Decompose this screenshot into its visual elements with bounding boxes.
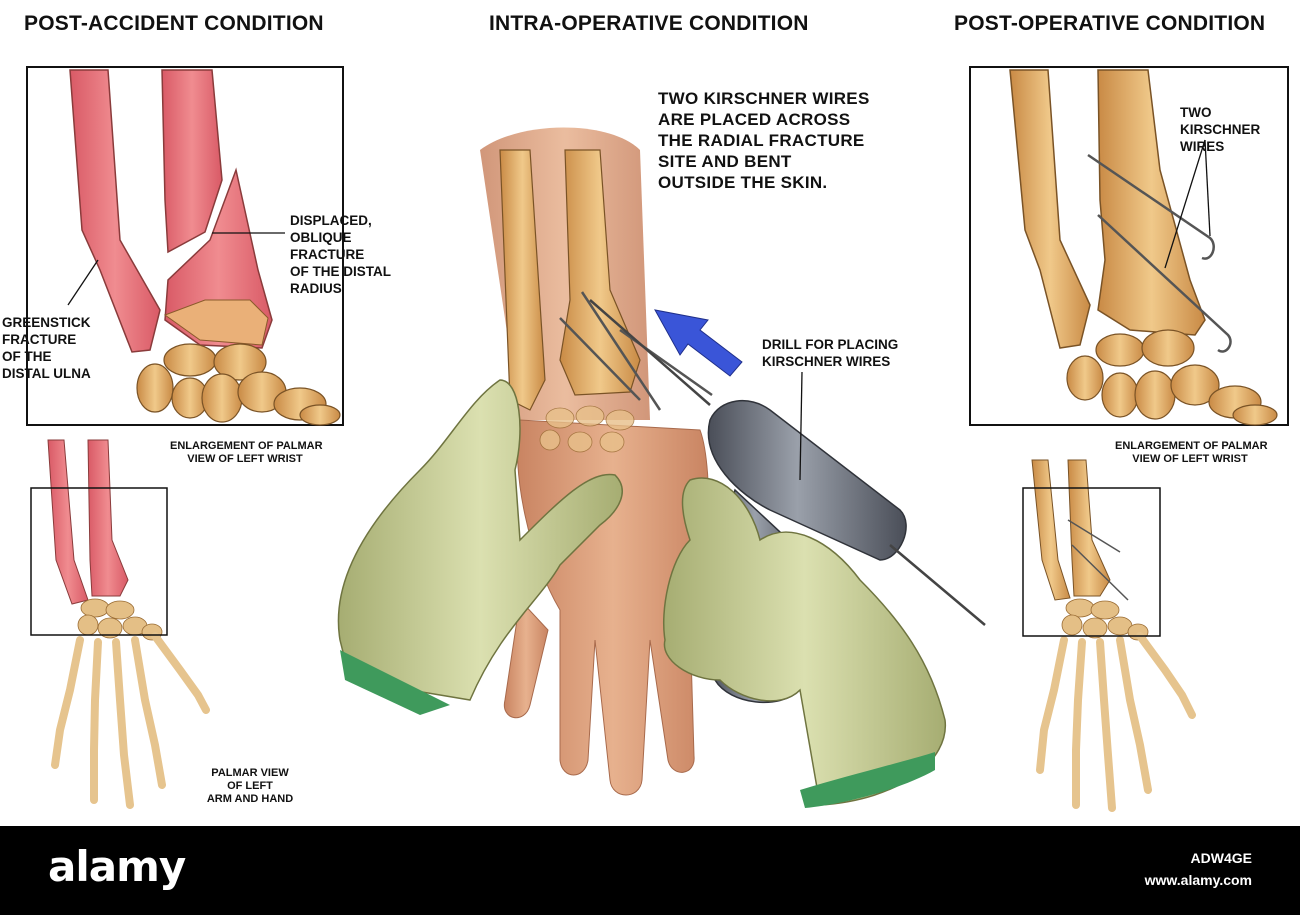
label-line: DISTAL ULNA: [2, 366, 91, 381]
post-operative-enlargement: [969, 66, 1289, 426]
intra-operative-title: INTRA-OPERATIVE CONDITION: [489, 12, 809, 35]
enlargement-caption-left: ENLARGEMENT OF PALMAR VIEW OF LEFT WRIST: [170, 440, 323, 466]
site-url: www.alamy.com: [1144, 872, 1252, 888]
enlargement-caption-right: ENLARGEMENT OF PALMAR VIEW OF LEFT WRIST: [1115, 440, 1268, 466]
palmar-arm-and-hand-left: [30, 439, 210, 809]
label-line: OF THE: [2, 349, 52, 364]
label-line: KIRSCHNER: [1180, 122, 1261, 137]
caption-line: ENLARGEMENT OF PALMAR: [1115, 440, 1268, 452]
alamy-logo: alamy: [48, 842, 186, 891]
note-line: TWO KIRSCHNER WIRES: [658, 89, 870, 108]
watermark-footer: alamy ADW4GE www.alamy.com: [0, 826, 1300, 915]
label-line: FRACTURE: [2, 332, 77, 347]
label-line: FRACTURE: [290, 247, 365, 262]
post-accident-enlargement: [26, 66, 344, 426]
palmar-arm-and-hand-right: [1022, 459, 1196, 812]
image-id: ADW4GE: [1190, 850, 1252, 866]
caption-line: ENLARGEMENT OF PALMAR: [170, 440, 323, 452]
palmar-view-caption: PALMAR VIEW OF LEFT ARM AND HAND: [200, 767, 300, 806]
drill-label: DRILL FOR PLACING KIRSCHNER WIRES: [762, 336, 898, 370]
label-line: GREENSTICK: [2, 315, 91, 330]
note-line: ARE PLACED ACROSS: [658, 110, 851, 129]
note-line: SITE AND BENT: [658, 152, 792, 171]
label-line: RADIUS: [290, 281, 342, 296]
caption-line: OF LEFT: [227, 780, 273, 792]
intra-operative-illustration: [337, 127, 986, 808]
note-line: THE RADIAL FRACTURE: [658, 131, 865, 150]
caption-line: VIEW OF LEFT WRIST: [1132, 453, 1248, 465]
label-line: WIRES: [1180, 139, 1225, 154]
greenstick-fracture-label: GREENSTICK FRACTURE OF THE DISTAL ULNA: [2, 314, 91, 382]
displaced-fracture-label: DISPLACED, OBLIQUE FRACTURE OF THE DISTA…: [290, 212, 391, 297]
caption-line: PALMAR VIEW: [211, 767, 289, 779]
label-line: DISPLACED,: [290, 213, 372, 228]
note-line: OUTSIDE THE SKIN.: [658, 173, 828, 192]
caption-line: ARM AND HAND: [206, 793, 294, 805]
label-line: DRILL FOR PLACING: [762, 337, 899, 352]
label-line: TWO: [1180, 105, 1212, 120]
two-kirschner-wires-label: TWO KIRSCHNER WIRES: [1180, 104, 1260, 155]
post-operative-title: POST-OPERATIVE CONDITION: [954, 12, 1266, 35]
kirschner-wires-note: TWO KIRSCHNER WIRES ARE PLACED ACROSS TH…: [658, 88, 870, 193]
label-line: KIRSCHNER WIRES: [762, 354, 891, 369]
illustration: [26, 66, 1289, 812]
label-line: OBLIQUE: [290, 230, 352, 245]
label-line: OF THE DISTAL: [290, 264, 391, 279]
post-accident-title: POST-ACCIDENT CONDITION: [24, 12, 324, 35]
caption-line: VIEW OF LEFT WRIST: [187, 453, 303, 465]
